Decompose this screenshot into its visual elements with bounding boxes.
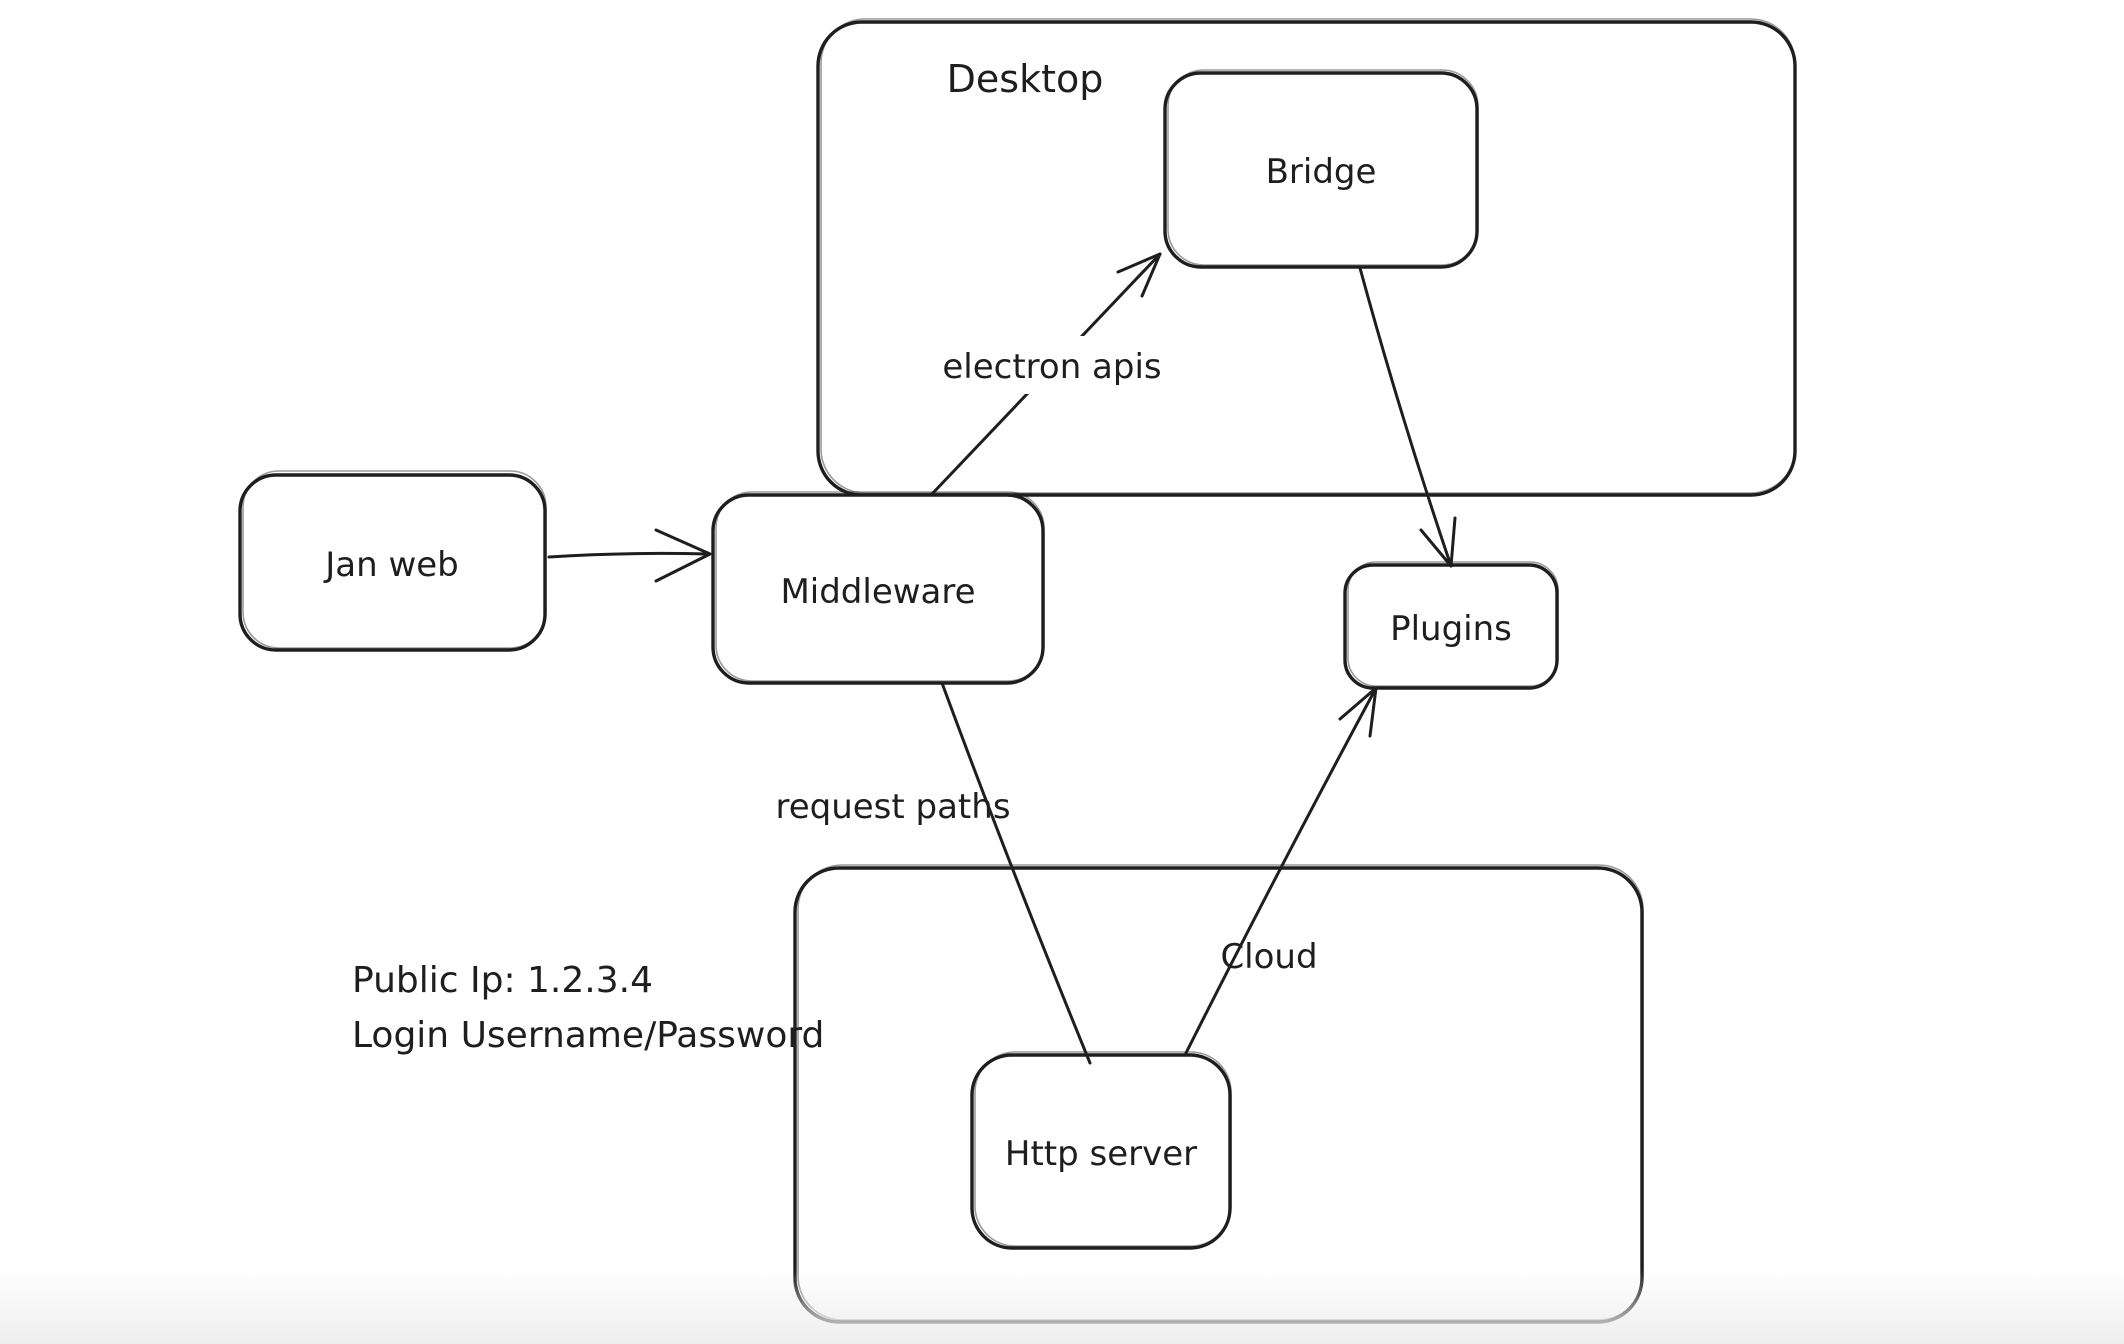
edge-label-electron-apis-background	[915, 336, 1190, 394]
middleware-node-label: Middleware	[780, 572, 975, 612]
jan-web-node-border-overdraw	[242, 470, 547, 649]
plugins-node[interactable]	[1343, 561, 1559, 690]
middleware-node[interactable]	[711, 491, 1045, 685]
arrow-janweb-to-middleware-head	[654, 528, 712, 583]
middleware-node-border	[711, 493, 1045, 685]
http-server-node-border-overdraw	[974, 1051, 1232, 1247]
plugins-node-label: Plugins	[1390, 609, 1512, 649]
arrow-bridge-to-plugins[interactable]	[1358, 266, 1457, 568]
arrow-bridge-to-plugins-head	[1419, 516, 1457, 568]
cloud-container-label: Cloud	[1220, 937, 1317, 977]
annotation-login: Login Username/Password	[352, 1015, 824, 1056]
annotation-public-ip: Public Ip: 1.2.3.4	[352, 960, 653, 1001]
middleware-node-border-overdraw	[715, 491, 1045, 682]
http-server-node-border	[970, 1053, 1232, 1250]
edge-label-electron-apis: electron apis	[915, 336, 1190, 394]
arrow-middleware-to-httpserver-shaft	[940, 681, 1092, 1065]
desktop-container-border	[816, 20, 1797, 497]
arrow-bridge-to-plugins-shaft	[1358, 266, 1453, 568]
desktop-container[interactable]	[816, 18, 1797, 497]
desktop-container-border-overdraw	[820, 18, 1796, 494]
bridge-node-label: Bridge	[1266, 152, 1377, 192]
edge-label-request-paths: request paths	[775, 787, 1010, 827]
bridge-node-border	[1163, 71, 1479, 269]
bridge-node[interactable]	[1163, 69, 1479, 269]
arrow-httpserver-to-plugins-head	[1338, 686, 1378, 738]
jan-web-node-border	[238, 473, 547, 652]
jan-web-node[interactable]	[238, 470, 547, 652]
edge-label-electron-apis-text: electron apis	[942, 347, 1161, 387]
desktop-container-label: Desktop	[947, 57, 1104, 101]
bridge-node-border-overdraw	[1167, 69, 1479, 266]
plugins-node-border-overdraw	[1347, 561, 1559, 687]
http-server-node[interactable]	[970, 1051, 1232, 1250]
arrow-httpserver-to-plugins-shaft	[1183, 686, 1378, 1057]
jan-web-node-label: Jan web	[323, 545, 459, 585]
arrow-janweb-to-middleware[interactable]	[547, 528, 712, 583]
bottom-fade-gradient	[0, 1270, 2124, 1344]
arrow-middleware-to-httpserver[interactable]	[940, 681, 1092, 1065]
arrow-janweb-to-middleware-shaft	[547, 551, 709, 559]
http-server-node-label: Http server	[1005, 1134, 1197, 1174]
arrow-middleware-to-bridge-head	[1116, 252, 1162, 298]
annotation-credentials[interactable]: Public Ip: 1.2.3.4 Login Username/Passwo…	[352, 960, 824, 1056]
arrow-httpserver-to-plugins[interactable]	[1183, 686, 1378, 1057]
